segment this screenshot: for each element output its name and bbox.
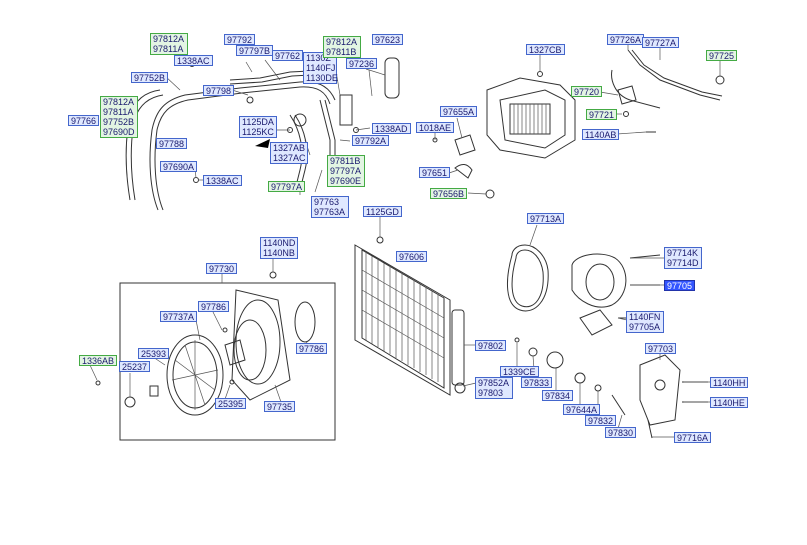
part-label-97752B: 97752B <box>131 72 169 83</box>
part-label-1327CB: 1327CB <box>526 44 565 55</box>
part-label-97623: 97623 <box>372 34 404 45</box>
part-label-97797A: 97797A <box>268 181 306 192</box>
part-label-97737A: 97737A <box>160 311 198 322</box>
part-label-1140HE: 1140HE <box>710 397 748 408</box>
part-number: 97763A <box>314 207 346 217</box>
part-label-1339CE: 1339CE <box>500 366 539 377</box>
part-number: 97690D <box>103 127 135 137</box>
part-label-97786-a: 97786 <box>198 301 230 312</box>
part-number: 1140NB <box>263 248 295 258</box>
part-label-97762: 97762 <box>272 50 304 61</box>
part-label-97730: 97730 <box>206 263 238 274</box>
label-group-97812A-mid: 97812A 97811B <box>323 36 361 58</box>
part-label-97792A: 97792A <box>352 135 390 146</box>
part-number: 1130DE <box>306 73 338 83</box>
part-label-97713A: 97713A <box>527 213 565 224</box>
part-label-97834: 97834 <box>542 390 574 401</box>
part-label-97725: 97725 <box>706 50 738 61</box>
part-number: 97811B <box>330 156 361 166</box>
part-label-97766: 97766 <box>68 115 100 126</box>
part-label-97786-b: 97786 <box>296 343 328 354</box>
part-label-97802: 97802 <box>475 340 507 351</box>
part-number: 97714K <box>667 248 699 258</box>
label-group-97852A: 97852A 97803 <box>475 377 513 399</box>
part-number: 1140FJ <box>306 63 336 73</box>
part-label-97716A: 97716A <box>674 432 712 443</box>
part-number: 97812A <box>326 37 358 47</box>
part-label-97797B: 97797B <box>236 45 274 56</box>
part-label-1336AB: 1336AB <box>79 355 118 366</box>
part-number: 97714D <box>667 258 699 268</box>
part-number: 1125DA <box>242 117 274 127</box>
part-number: 97752B <box>103 117 135 127</box>
part-label-97236: 97236 <box>346 58 378 69</box>
part-label-97656B: 97656B <box>430 188 468 199</box>
part-number: 97811A <box>103 107 134 117</box>
compressor <box>507 244 708 439</box>
part-label-1125GD: 1125GD <box>363 206 402 217</box>
part-label-97735: 97735 <box>264 401 296 412</box>
label-group-97763: 97763 97763A <box>311 196 349 218</box>
part-label-97727A: 97727A <box>642 37 680 48</box>
part-number: 1327AC <box>273 153 306 163</box>
part-label-1338AC-low: 1338AC <box>203 175 242 186</box>
part-label-1338AD: 1338AD <box>372 123 411 134</box>
part-number: 1140ND <box>263 238 296 248</box>
part-label-1338AC: 1338AC <box>174 55 213 66</box>
part-number: 97763 <box>314 197 340 207</box>
part-label-97644A: 97644A <box>563 404 601 415</box>
part-number: 1125KC <box>242 127 274 137</box>
part-label-97690A: 97690A <box>160 161 198 172</box>
part-label-1018AE: 1018AE <box>416 122 455 133</box>
label-group-97812A-left: 97812A 97811A 97752B 97690D <box>100 96 138 138</box>
part-number: 97852A <box>478 378 510 388</box>
part-label-97832: 97832 <box>585 415 617 426</box>
label-group-97811B: 97811B 97797A 97690E <box>327 155 365 187</box>
evaporator-case <box>432 71 576 199</box>
part-label-97721: 97721 <box>586 109 618 120</box>
part-label-97606: 97606 <box>396 251 428 262</box>
part-label-25237: 25237 <box>119 361 151 372</box>
part-label-97788: 97788 <box>156 138 188 149</box>
label-group-97714K: 97714K 97714D <box>664 247 702 269</box>
part-number: 97797A <box>330 166 362 176</box>
part-number: 97812A <box>103 97 135 107</box>
part-label-1140HH: 1140HH <box>710 377 749 388</box>
part-label-97830: 97830 <box>605 427 637 438</box>
part-number: 97803 <box>478 388 504 398</box>
part-label-97703: 97703 <box>645 343 677 354</box>
direction-arrow <box>255 139 270 148</box>
fan-assembly <box>95 271 336 441</box>
part-number: 1140FN <box>629 312 661 322</box>
label-group-1327AB: 1327AB 1327AC <box>270 142 308 164</box>
part-number: 97811B <box>326 47 357 57</box>
part-label-97726A: 97726A <box>607 34 645 45</box>
label-group-1140FN: 1140FN 97705A <box>626 311 664 333</box>
label-group-97812A: 97812A 97811A <box>150 33 188 55</box>
part-number: 97811A <box>153 44 184 54</box>
part-label-97798: 97798 <box>203 85 235 96</box>
part-label-97655A: 97655A <box>440 106 478 117</box>
part-label-25393: 25393 <box>138 348 170 359</box>
part-label-25395: 25395 <box>215 398 247 409</box>
part-number: 97690E <box>330 176 362 186</box>
part-number: 97812A <box>153 34 185 44</box>
leader-lines <box>88 45 721 438</box>
part-label-97705-selected[interactable]: 97705 <box>664 280 696 291</box>
refrigerant-pipes <box>125 57 400 211</box>
part-number: 97705A <box>629 322 661 332</box>
label-group-1125DA: 1125DA 1125KC <box>239 116 277 138</box>
part-label-97720: 97720 <box>571 86 603 97</box>
control-cable <box>611 49 725 133</box>
label-group-1140ND: 1140ND 1140NB <box>260 237 298 259</box>
part-label-1140AB: 1140AB <box>582 129 620 140</box>
part-label-97833: 97833 <box>521 377 553 388</box>
part-label-97651: 97651 <box>419 167 451 178</box>
part-number: 1327AB <box>273 143 306 153</box>
part-number: 1130Z <box>306 53 331 63</box>
part-label-97792: 97792 <box>224 34 256 45</box>
